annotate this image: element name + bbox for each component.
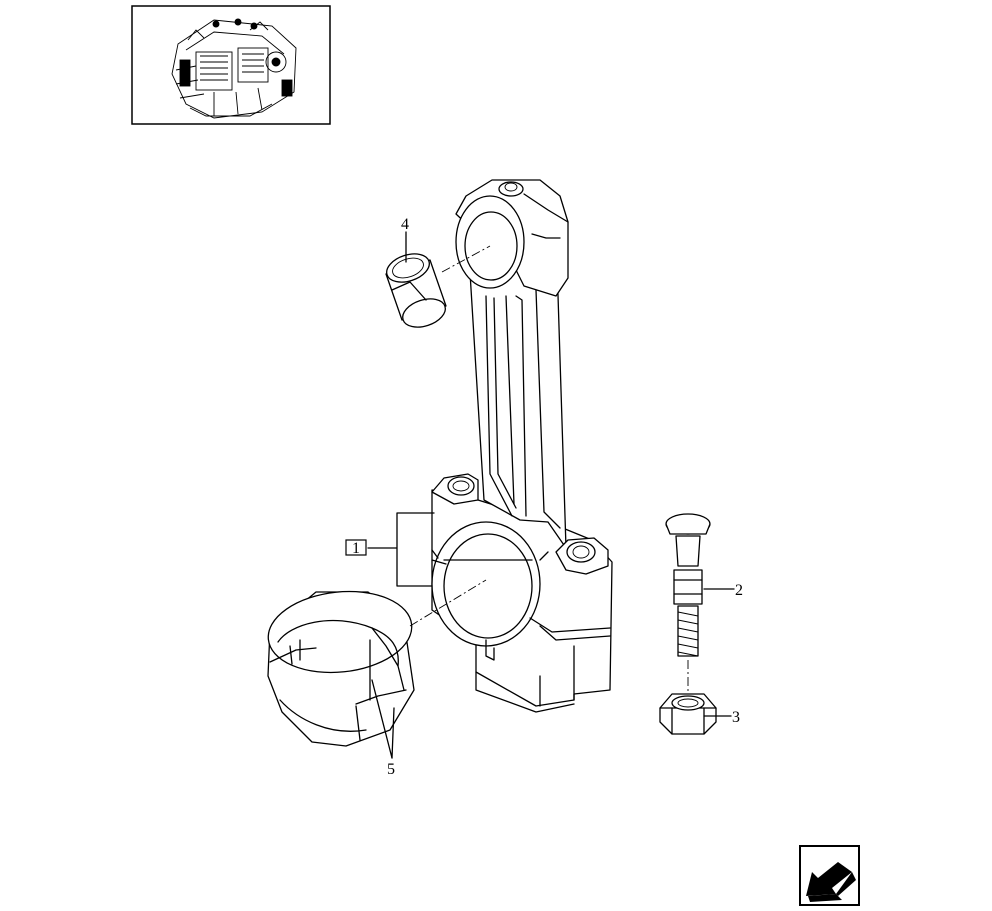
connecting-rod-nut: [659, 693, 717, 735]
leader-lines: [367, 231, 735, 759]
callout-screw: 2: [735, 582, 743, 599]
callout-small-end-bushing: 4: [401, 216, 409, 233]
bearing-axis-line: [409, 579, 487, 627]
engine-overview-icon: [171, 18, 297, 119]
callout-nut: 3: [732, 709, 740, 726]
previous-page-button[interactable]: [799, 845, 860, 906]
small-end-bushing: [385, 253, 447, 328]
reference-group-label: 1: [352, 540, 360, 557]
connecting-rod: [431, 179, 613, 713]
reference-group-box[interactable]: 1: [345, 539, 367, 557]
previous-page-arrow-icon: [806, 862, 856, 902]
callout-big-end-bearing-shells: 5: [387, 761, 395, 778]
big-end-bearing-shells: [267, 590, 415, 747]
connecting-rod-screw: [665, 513, 711, 657]
engine-thumbnail[interactable]: [131, 5, 331, 125]
